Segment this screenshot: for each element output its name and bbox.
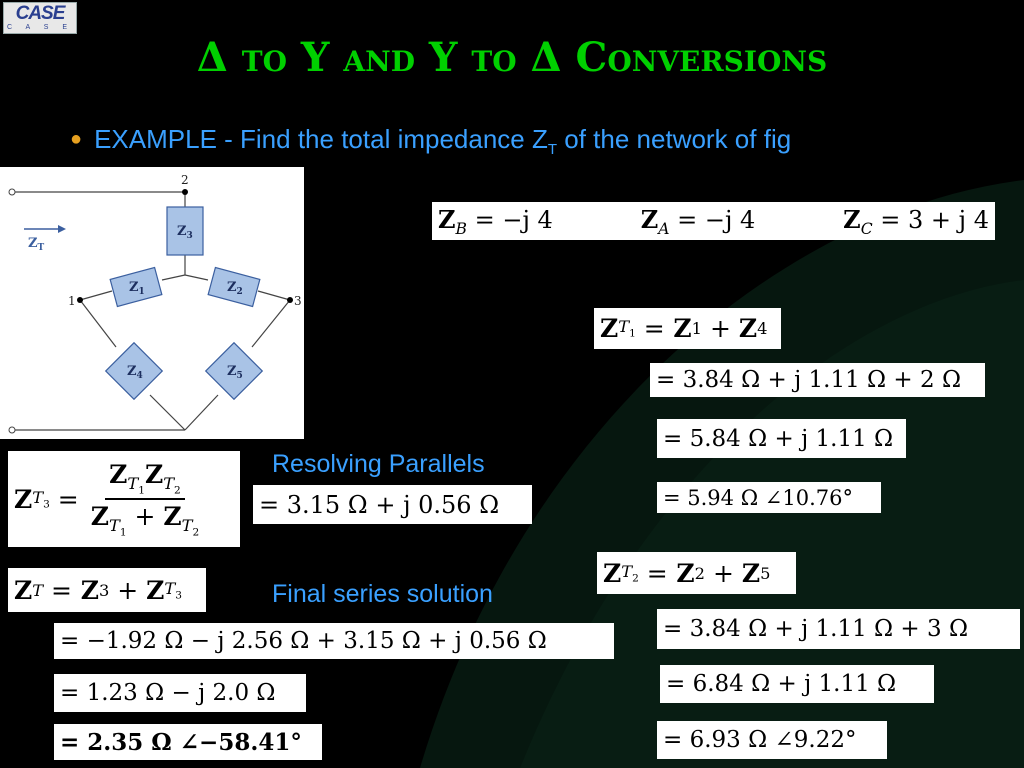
circuit-figure: 2 1 3 ZT Z3 Z1 Z2 Z4 Z5 <box>0 167 304 439</box>
final-line-2: = 1.23 Ω − j 2.0 Ω <box>54 674 306 712</box>
given-values: ZB = −j 4 ZA = −j 4 ZC = 3 + j 4 <box>432 202 995 240</box>
zt1-line-1: = 3.84 Ω + j 1.11 Ω + 2 Ω <box>650 363 985 397</box>
node-3-label: 3 <box>294 294 302 308</box>
zt3-result: = 3.15 Ω + j 0.56 Ω <box>253 485 532 524</box>
logo-main-text: CASE <box>15 3 66 24</box>
case-logo: CASE C A S E <box>3 2 77 34</box>
z2-label: Z2 <box>227 280 243 297</box>
bullet-tail: of the network of fig <box>557 124 792 154</box>
zt-arrow-label: ZT <box>28 236 45 253</box>
slide-title: Δ to Y and Y to Δ Conversions <box>196 34 828 81</box>
zt2-line-1: = 3.84 Ω + j 1.11 Ω + 3 Ω <box>657 609 1020 649</box>
z1-label: Z1 <box>129 280 145 297</box>
final-series-label: Final series solution <box>272 580 493 608</box>
circuit-diagram: 2 1 3 ZT Z3 Z1 Z2 Z4 Z5 <box>8 173 302 434</box>
example-bullet: ● EXAMPLE - Find the total impedance ZT o… <box>70 124 791 158</box>
zt2-line-3: = 6.93 Ω ∠9.22° <box>657 721 887 759</box>
resolving-parallels-label: Resolving Parallels <box>272 450 485 478</box>
zt2-line-2: = 6.84 Ω + j 1.11 Ω <box>660 665 934 703</box>
zb-value: ZB = −j 4 <box>438 204 553 238</box>
node-1-label: 1 <box>68 294 76 308</box>
zt1-line-2: = 5.84 Ω + j 1.11 Ω <box>657 419 906 458</box>
logo-sub-text: C A S E <box>6 24 74 31</box>
zc-value: ZC = 3 + j 4 <box>843 204 989 238</box>
final-line-1: = −1.92 Ω − j 2.56 Ω + 3.15 Ω + j 0.56 Ω <box>54 623 614 659</box>
z3-label: Z3 <box>177 224 193 241</box>
bullet-text: EXAMPLE - Find the total impedance Z <box>94 124 548 154</box>
final-line-3: = 2.35 Ω ∠−58.41° <box>54 724 322 760</box>
z4-label: Z4 <box>127 364 143 381</box>
bullet-sub: T <box>547 141 558 159</box>
za-value: ZA = −j 4 <box>640 204 756 238</box>
zt1-line-3: = 5.94 Ω ∠10.76° <box>657 482 881 513</box>
node-2-label: 2 <box>181 173 189 187</box>
z5-label: Z5 <box>227 364 243 381</box>
bullet-dot-icon: ● <box>70 128 83 150</box>
